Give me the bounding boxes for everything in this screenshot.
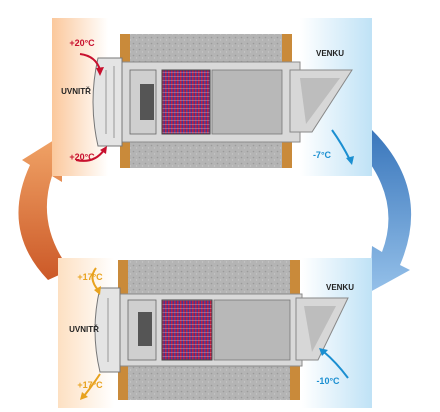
heat-exchanger-core: [161, 69, 211, 135]
cycle-arrow-icon: [360, 130, 412, 292]
curved-arrow-icon: [83, 373, 101, 397]
inside-temp-bottom: +20°C: [69, 152, 95, 162]
inside-label: UVNITŘ: [69, 325, 99, 334]
heat-exchanger-core: [161, 299, 213, 361]
inner-grille: [92, 57, 123, 147]
inside-label: UVNITŘ: [61, 87, 91, 96]
curved-arrow-icon: [91, 267, 99, 291]
outside-label: VENKU: [316, 49, 344, 58]
inside-temp-bottom: +17°C: [77, 380, 103, 390]
curved-arrow-icon: [75, 149, 105, 162]
inside-temp-top: +20°C: [69, 38, 95, 48]
outside-temp: -7°C: [313, 150, 332, 160]
outside-label: VENKU: [326, 283, 354, 292]
top-unit: +20°C UVNITŘ +20°C VENKU -7°C: [52, 18, 372, 176]
curved-arrow-icon: [323, 351, 349, 379]
outside-temp: -10°C: [316, 376, 340, 386]
inside-temp-top: +17°C: [77, 272, 103, 282]
bottom-unit: +17°C UVNITŘ +17°C VENKU -10°C: [58, 258, 372, 408]
